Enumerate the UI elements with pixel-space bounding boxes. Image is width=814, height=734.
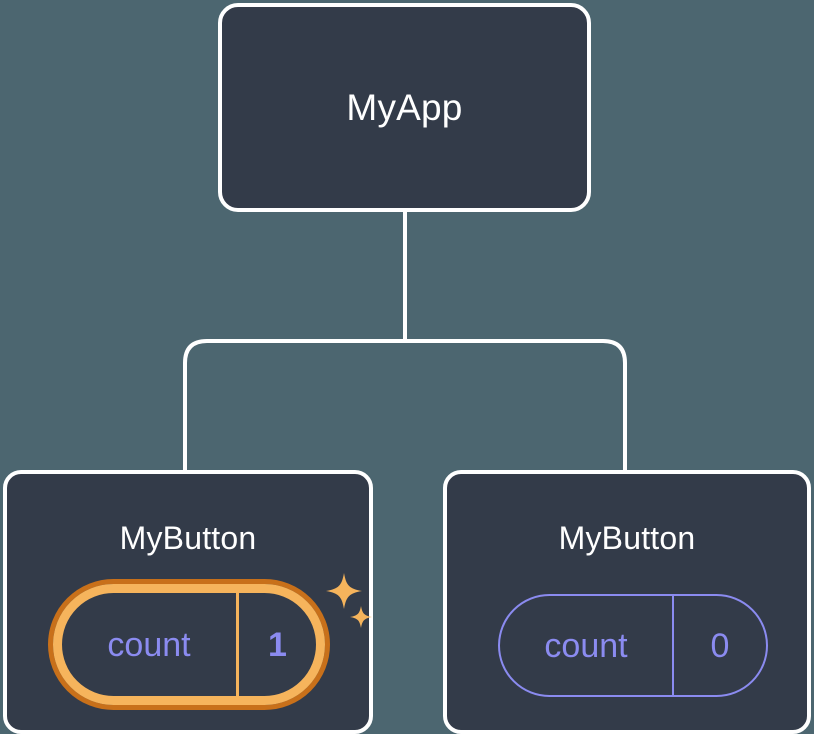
state-pill-label: count (500, 596, 674, 695)
state-pill-plain[interactable]: count 0 (498, 594, 768, 697)
state-pill-value: 0 (710, 626, 730, 665)
node-myapp[interactable]: MyApp (218, 3, 591, 212)
state-pill-value: 1 (268, 625, 287, 664)
state-pill-label: count (62, 593, 239, 696)
sparkle-icon-small (350, 606, 372, 628)
node-mybutton-right[interactable]: MyButton count 0 (443, 470, 811, 734)
node-mybutton-left[interactable]: MyButton count 1 (3, 470, 373, 734)
node-mybutton-left-title: MyButton (119, 520, 257, 556)
state-pill-highlighted[interactable]: count 1 (48, 579, 330, 710)
sparkle-icon-large (326, 573, 362, 609)
state-pill-inner-ring: count 1 (53, 584, 325, 705)
node-mybutton-right-title: MyButton (558, 520, 696, 556)
node-myapp-title: MyApp (346, 87, 463, 128)
connector-branch-bar (183, 339, 627, 470)
